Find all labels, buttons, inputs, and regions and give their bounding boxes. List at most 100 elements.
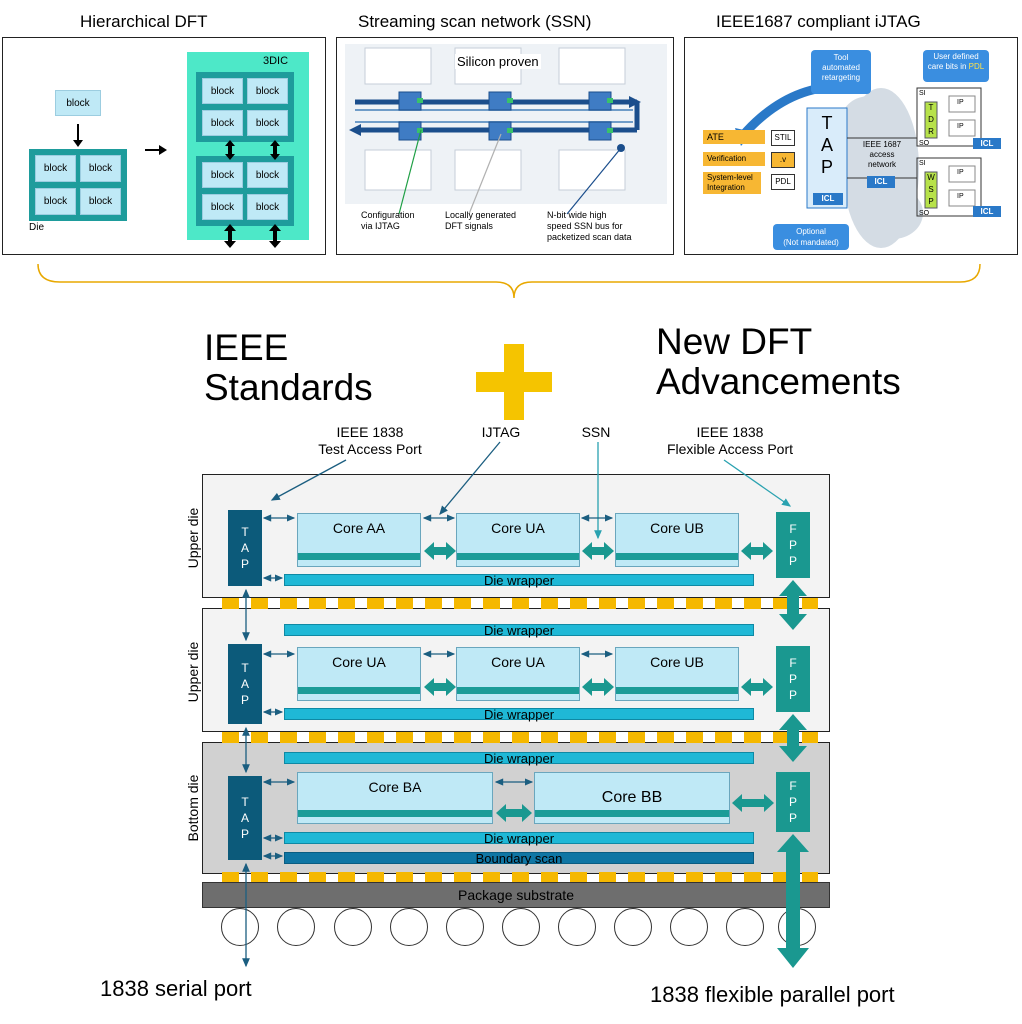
solder-ball [778,908,816,946]
ijtag-graphic [735,81,982,248]
block: block [247,110,288,136]
upper-die-2-label: Upper die [185,641,201,703]
block: block [202,162,243,188]
parallel-port-label: 1838 flexible parallel port [650,982,895,1007]
si-label: SI [919,90,926,97]
plus-icon [476,344,552,420]
tap-icl-badge: ICL [813,193,843,205]
so-label: SO [919,140,930,147]
solder-ball [277,908,315,946]
block: block [247,162,288,188]
die-wrapper: Die wrapper [284,574,754,587]
right-arrow-head-icon [159,145,167,155]
silicon-proven-label: Silicon proven [455,54,541,69]
core-ua: Core UA [456,647,580,701]
core-ub: Core UB [615,647,739,701]
upper-die-1-label: Upper die [185,507,201,569]
verification-label: Verification [703,152,765,166]
solder-ball [558,908,596,946]
ip-icl-badge: ICL [973,206,1001,217]
solder-ball [221,908,259,946]
block: block [35,188,76,215]
core-aa: Core AA [297,513,421,567]
panel2-title: Streaming scan network (SSN) [358,12,592,31]
so-label: SO [919,210,930,217]
core-ua: Core UA [297,647,421,701]
ip-icl-badge: ICL [973,138,1001,149]
label-ijtag: IJTAG [481,424,521,440]
ip-label: IP [957,193,964,200]
optional-bubble: Optional(Not mandated) [773,224,849,250]
core-ua: Core UA [456,513,580,567]
solder-ball [726,908,764,946]
ip-label: IP [957,169,964,176]
stil-file: STIL [771,130,795,146]
package-substrate: Package substrate [202,882,830,908]
ip-label: IP [957,123,964,130]
die-wrapper: Die wrapper [284,752,754,765]
down-arrow-head-icon [73,140,83,147]
pdl-file: PDL [771,174,795,190]
label-ssn: SSN [581,424,611,440]
right-arrow-icon [145,149,161,151]
3dic-lower-die: block block block block [196,156,294,226]
solder-ball [502,908,540,946]
die-wrapper: Die wrapper [284,624,754,637]
v-file: .v [771,152,795,168]
solder-ball [446,908,484,946]
block: block [247,78,288,104]
micro-bumps [222,732,818,743]
die-label: Die [29,222,45,233]
serial-port-label: 1838 serial port [100,976,252,1001]
solder-ball [334,908,372,946]
solder-ball [670,908,708,946]
die-wrapper: Die wrapper [284,832,754,845]
core-ba: Core BA [297,772,493,824]
ssn-network-graphic [345,44,667,215]
3dic-vertical-arrows-icon [224,140,281,248]
core-bb: Core BB [534,772,730,824]
die-block-group: block block block block [29,149,127,221]
micro-bumps [222,872,818,883]
block: block [80,155,121,182]
panel3-title: IEEE1687 compliant iJTAG [716,12,921,31]
block: block [80,188,121,215]
block: block [202,194,243,220]
down-arrow-icon [77,124,79,142]
boundary-scan: Boundary scan [284,852,754,865]
solder-ball [614,908,652,946]
ip-label: IP [957,99,964,106]
3dic-upper-die: block block block block [196,72,294,142]
single-block: block [55,90,101,116]
bottom-die-label: Bottom die [185,774,201,842]
block: block [247,194,288,220]
block: block [202,110,243,136]
block: block [202,78,243,104]
core-ub: Core UB [615,513,739,567]
panel1-title: Hierarchical DFT [80,12,208,31]
3dic-label: 3DIC [263,55,289,67]
block: block [35,155,76,182]
grouping-brace [37,263,981,299]
3dic-group: 3DIC block block block block block block… [187,52,309,240]
